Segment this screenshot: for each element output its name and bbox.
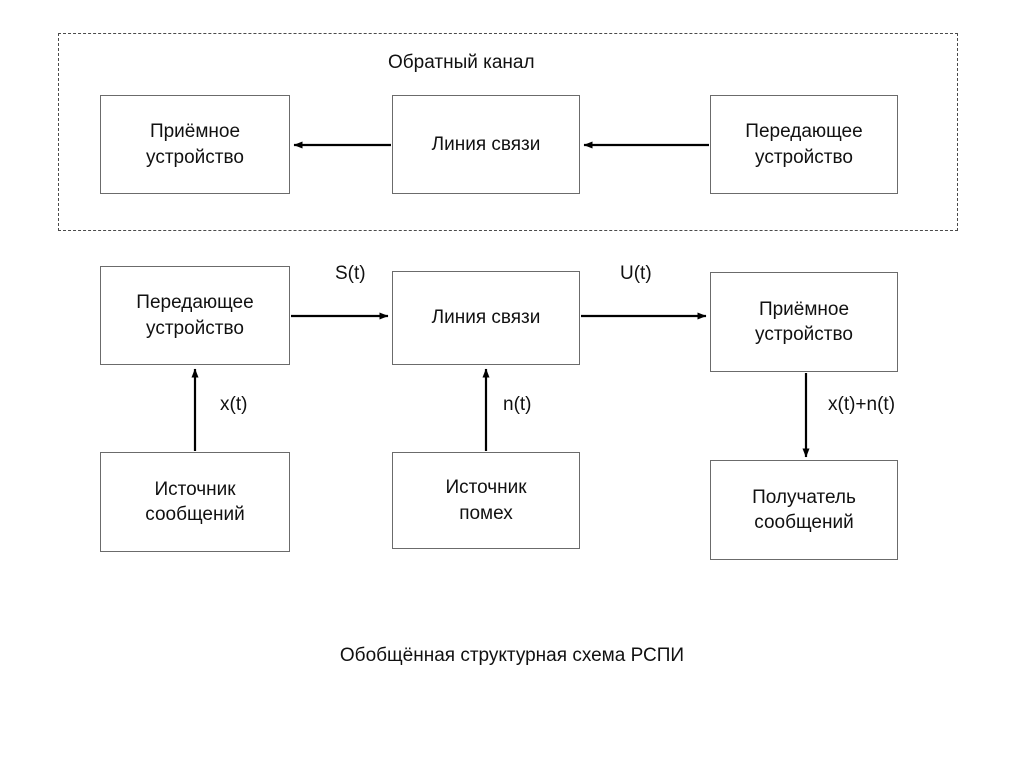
- node-feedback-transmitter[interactable]: Передающее устройство: [710, 95, 898, 194]
- feedback-channel-title: Обратный канал: [388, 52, 535, 73]
- node-receiver[interactable]: Приёмное устройство: [710, 272, 898, 372]
- edge-label-x-t-plus-n-t: x(t)+n(t): [828, 394, 896, 415]
- feedback-channel-region: [58, 33, 958, 231]
- node-feedback-channel[interactable]: Линия связи: [392, 95, 580, 194]
- edge-label-n-t: n(t): [503, 394, 532, 415]
- node-channel[interactable]: Линия связи: [392, 271, 580, 365]
- edge-label-x-t: x(t): [220, 394, 248, 415]
- edge-label-u-t: U(t): [620, 263, 652, 284]
- node-message-sink[interactable]: Получатель сообщений: [710, 460, 898, 560]
- diagram-caption: Обобщённая структурная схема РСПИ: [339, 645, 685, 666]
- node-message-source[interactable]: Источник сообщений: [100, 452, 290, 552]
- node-feedback-receiver[interactable]: Приёмное устройство: [100, 95, 290, 194]
- node-transmitter[interactable]: Передающее устройство: [100, 266, 290, 365]
- edge-label-s-t: S(t): [335, 263, 366, 284]
- node-noise-source[interactable]: Источник помех: [392, 452, 580, 549]
